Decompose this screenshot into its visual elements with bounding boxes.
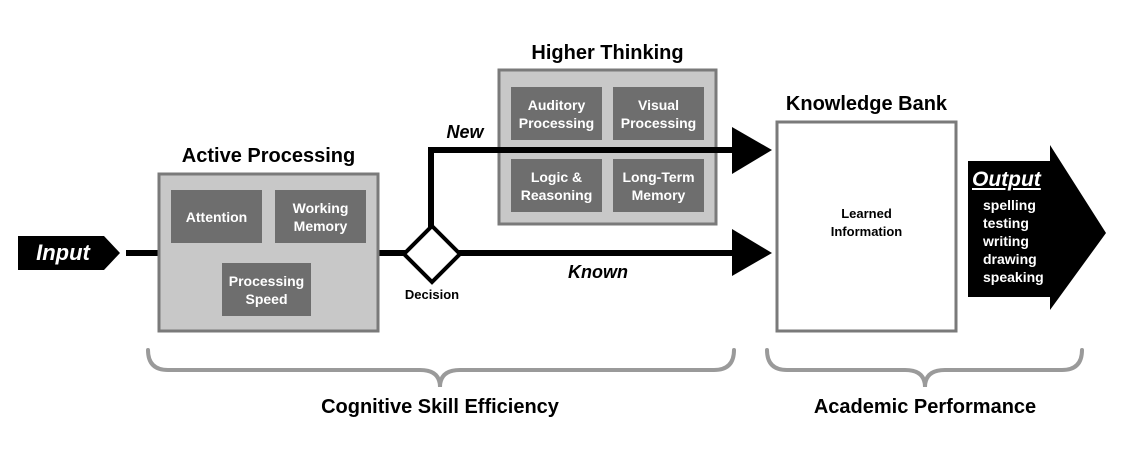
working-memory-line-2: Memory bbox=[293, 217, 348, 234]
output-list: spelling testing writing drawing speakin… bbox=[983, 196, 1061, 288]
academic-performance-label: Academic Performance bbox=[813, 395, 1037, 418]
knowledge-line-2: Information bbox=[830, 224, 903, 239]
long-term-line-1: Long-Term bbox=[622, 168, 695, 185]
output-item-drawing: drawing bbox=[983, 251, 1037, 267]
known-path-label: Known bbox=[568, 261, 628, 282]
input-arrow bbox=[18, 236, 120, 270]
active-processing-title: Active Processing bbox=[181, 144, 356, 167]
output-item-testing: testing bbox=[983, 215, 1029, 231]
processing-speed-line-2: Speed bbox=[245, 290, 288, 307]
auditory-line-2: Processing bbox=[518, 114, 595, 131]
logic-line-2: Reasoning bbox=[520, 186, 593, 203]
working-memory-line-1: Working bbox=[292, 199, 349, 216]
logic-line-1: Logic & bbox=[530, 168, 583, 185]
output-item-spelling: spelling bbox=[983, 197, 1036, 213]
input-label: Input bbox=[36, 240, 90, 265]
knowledge-bank-box bbox=[775, 120, 958, 333]
new-path-label: New bbox=[446, 121, 484, 142]
output-item-speaking: speaking bbox=[983, 269, 1044, 285]
known-arrow-head bbox=[732, 229, 772, 276]
output-arrow bbox=[968, 145, 1106, 310]
visual-line-1: Visual bbox=[637, 96, 679, 113]
processing-speed-line-1: Processing bbox=[228, 272, 305, 289]
academic-brace bbox=[765, 348, 1084, 388]
knowledge-bank-title: Knowledge Bank bbox=[785, 92, 948, 115]
cognitive-brace bbox=[146, 348, 736, 388]
new-path-vertical bbox=[428, 147, 434, 233]
working-memory-box: Working Memory bbox=[275, 190, 366, 243]
new-path-horizontal bbox=[428, 147, 738, 153]
higher-thinking-title: Higher Thinking bbox=[531, 41, 684, 64]
processing-speed-box: Processing Speed bbox=[222, 263, 311, 316]
long-term-line-2: Memory bbox=[631, 186, 686, 203]
output-title: Output bbox=[972, 168, 1041, 191]
long-term-memory-box: Long-Term Memory bbox=[613, 159, 704, 212]
new-arrow-head bbox=[732, 127, 772, 174]
visual-line-2: Processing bbox=[620, 114, 697, 131]
attention-box: Attention bbox=[171, 190, 262, 243]
cognitive-skill-label: Cognitive Skill Efficiency bbox=[321, 395, 559, 418]
logic-reasoning-box: Logic & Reasoning bbox=[511, 159, 602, 212]
decision-diamond bbox=[401, 223, 463, 285]
knowledge-line-1: Learned bbox=[841, 206, 892, 221]
auditory-processing-box: Auditory Processing bbox=[511, 87, 602, 140]
attention-line-1: Attention bbox=[185, 208, 248, 225]
decision-label: Decision bbox=[404, 286, 460, 302]
output-item-writing: writing bbox=[983, 233, 1029, 249]
auditory-line-1: Auditory bbox=[527, 96, 586, 113]
visual-processing-box: Visual Processing bbox=[613, 87, 704, 140]
knowledge-bank-content: Learned Information bbox=[777, 200, 956, 246]
